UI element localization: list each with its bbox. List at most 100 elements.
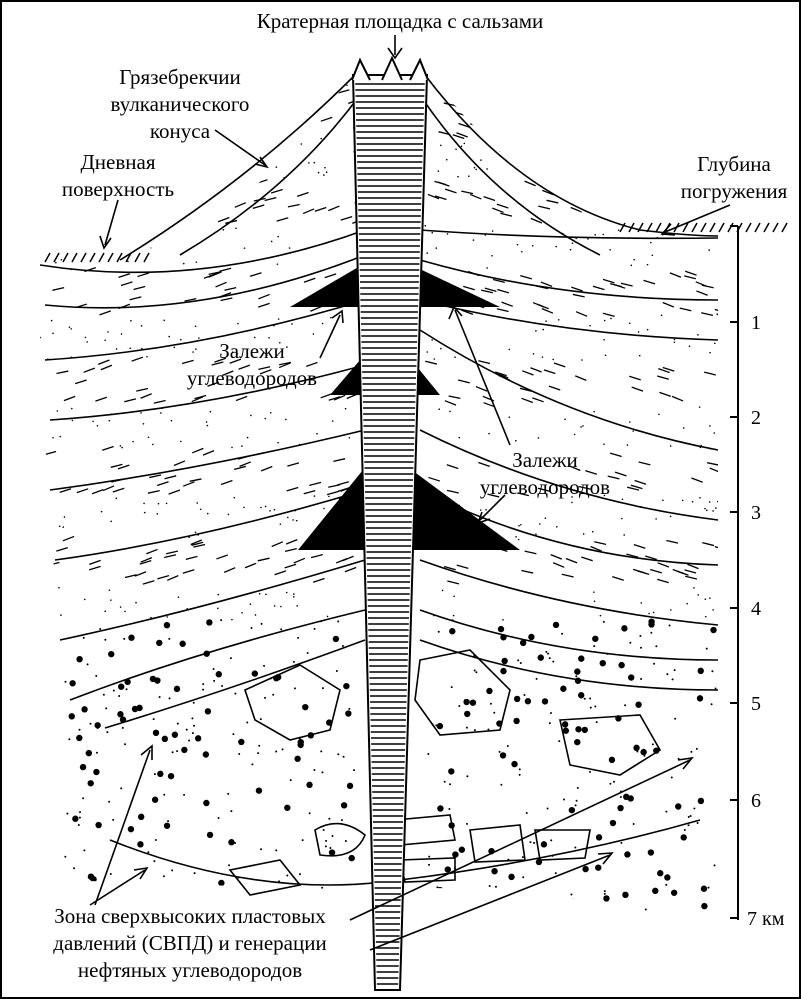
breccia-dot bbox=[96, 752, 98, 754]
strata-stipple bbox=[280, 606, 282, 608]
strata-stipple bbox=[78, 240, 80, 242]
breccia-dot bbox=[163, 740, 165, 742]
strata-stipple bbox=[62, 526, 64, 528]
strata-dash bbox=[103, 486, 114, 491]
breccia-dot bbox=[652, 743, 654, 745]
strata-stipple bbox=[709, 597, 711, 599]
breccia-dot bbox=[294, 756, 300, 762]
strata-dash bbox=[594, 542, 606, 545]
strata-dash bbox=[133, 205, 145, 208]
strata-stipple bbox=[638, 140, 640, 142]
strata-stipple bbox=[629, 421, 631, 423]
strata-dash bbox=[287, 488, 299, 491]
breccia-dot bbox=[180, 901, 182, 903]
strata-stipple bbox=[556, 526, 558, 528]
strata-dash bbox=[667, 117, 678, 121]
breccia-dot bbox=[230, 810, 232, 812]
strata-stipple bbox=[442, 590, 444, 592]
strata-dash bbox=[121, 215, 133, 218]
strata-dash bbox=[458, 380, 470, 383]
strata-stipple bbox=[80, 228, 82, 230]
strata-stipple bbox=[446, 159, 448, 161]
strata-dash bbox=[327, 491, 339, 494]
strata-stipple bbox=[277, 263, 279, 265]
strata-dash bbox=[135, 204, 146, 208]
strata-stipple bbox=[609, 138, 611, 140]
breccia-dot bbox=[307, 652, 309, 654]
strata-stipple bbox=[453, 615, 455, 617]
breccia-dot bbox=[493, 712, 495, 714]
strata-stipple bbox=[85, 337, 87, 339]
strata-stipple bbox=[129, 239, 131, 241]
breccia-dot bbox=[508, 874, 514, 880]
strata-stipple bbox=[52, 437, 54, 439]
breccia-dot bbox=[88, 780, 94, 786]
breccia-dot bbox=[251, 763, 253, 765]
strata-stipple bbox=[715, 507, 717, 509]
label-depth-2: погружения bbox=[681, 179, 788, 203]
breccia-dot bbox=[561, 633, 563, 635]
breccia-dot bbox=[294, 687, 296, 689]
strata-stipple bbox=[64, 516, 66, 518]
breccia-dot bbox=[115, 884, 117, 886]
breccia-dot bbox=[348, 708, 350, 710]
breccia-dot bbox=[696, 748, 698, 750]
breccia-dot bbox=[141, 885, 147, 891]
strata-dash bbox=[553, 91, 565, 94]
strata-stipple bbox=[247, 437, 249, 439]
strata-stipple bbox=[140, 412, 142, 414]
breccia-dot bbox=[577, 787, 579, 789]
strata-stipple bbox=[274, 509, 276, 511]
strata-dash bbox=[530, 368, 541, 372]
breccia-dot bbox=[555, 872, 557, 874]
breccia-dot bbox=[698, 668, 704, 674]
strata-stipple bbox=[682, 500, 684, 502]
strata-stipple bbox=[698, 145, 700, 147]
breccia-dot bbox=[328, 818, 330, 820]
breccia-dot bbox=[525, 698, 531, 704]
strata-stipple bbox=[113, 244, 115, 246]
depth-tick-1: 1 bbox=[751, 312, 761, 334]
arrow-surface bbox=[105, 200, 118, 245]
label-hc-right-1: Залежи bbox=[512, 448, 578, 472]
strata-stipple bbox=[293, 593, 295, 595]
strata-dash bbox=[666, 540, 678, 543]
strata-stipple bbox=[59, 436, 61, 438]
strata-dash bbox=[687, 564, 698, 568]
breccia-dot bbox=[69, 680, 75, 686]
breccia-dot bbox=[522, 876, 524, 878]
breccia-dot bbox=[80, 764, 86, 770]
breccia-dot bbox=[86, 750, 92, 756]
strata-stipple bbox=[711, 82, 713, 84]
surface-hatch-mark bbox=[719, 223, 724, 232]
strata-stipple bbox=[689, 230, 691, 232]
strata-stipple bbox=[583, 533, 585, 535]
breccia-dot bbox=[44, 802, 46, 804]
breccia-dot bbox=[68, 738, 70, 740]
strata-dash bbox=[321, 117, 332, 121]
breccia-dot bbox=[228, 839, 234, 845]
strata-stipple bbox=[141, 325, 143, 327]
strata-stipple bbox=[650, 242, 652, 244]
strata-dash bbox=[573, 294, 585, 296]
strata-stipple bbox=[520, 524, 522, 526]
strata-stipple bbox=[265, 506, 267, 508]
strata-stipple bbox=[316, 433, 318, 435]
breccia-dot bbox=[463, 699, 469, 705]
surface-hatch-mark bbox=[746, 223, 751, 232]
breccia-dot bbox=[706, 648, 708, 650]
breccia-dot bbox=[444, 781, 446, 783]
strata-dash bbox=[221, 481, 232, 485]
breccia-dot bbox=[79, 811, 81, 813]
strata-dash bbox=[294, 558, 305, 563]
breccia-dot bbox=[603, 895, 609, 901]
breccia-dot bbox=[95, 822, 101, 828]
strata-dash bbox=[52, 288, 64, 291]
strata-dash bbox=[533, 303, 544, 308]
strata-stipple bbox=[235, 228, 237, 230]
breccia-dot bbox=[486, 688, 492, 694]
strata-dash bbox=[707, 463, 719, 465]
strata-stipple bbox=[72, 420, 74, 422]
strata-stipple bbox=[515, 440, 517, 442]
strata-stipple bbox=[293, 596, 295, 598]
